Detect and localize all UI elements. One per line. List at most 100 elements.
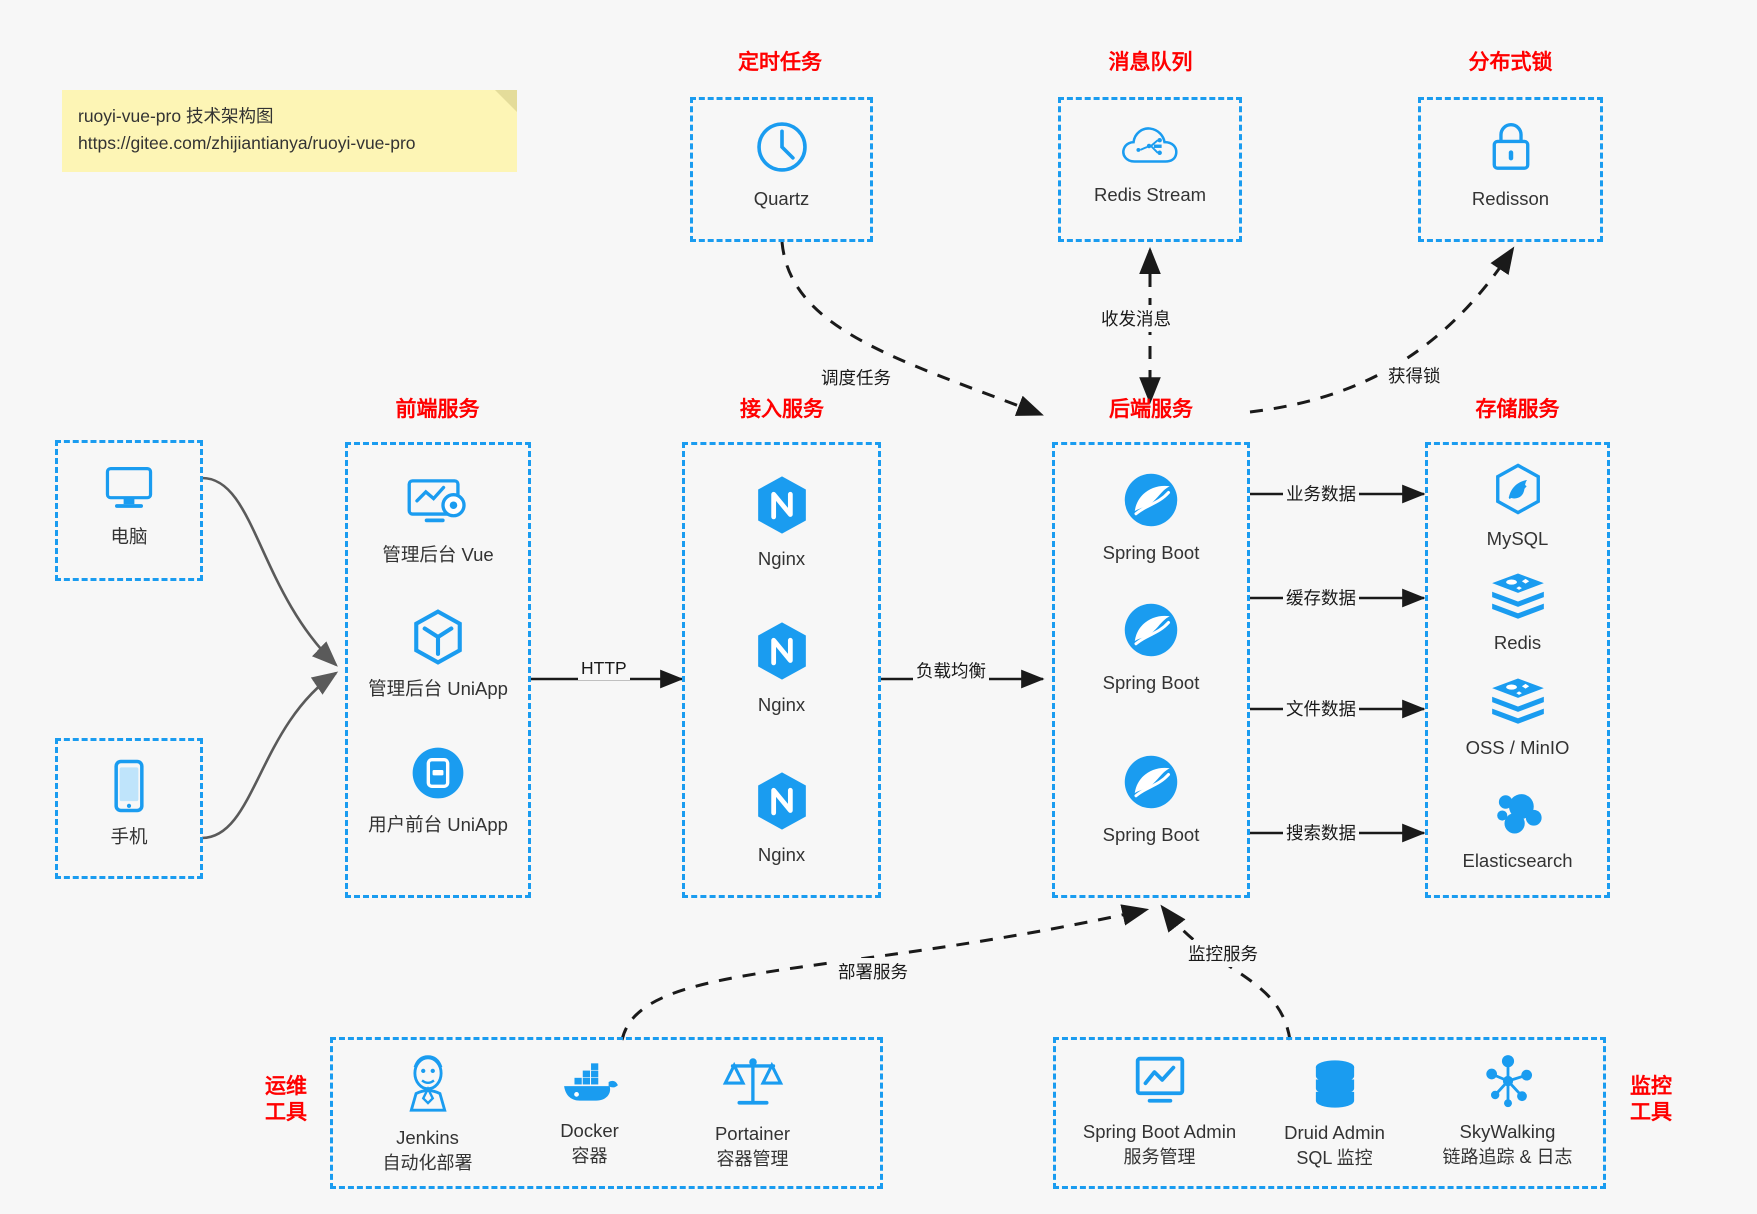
- spring-leaf-icon: [1121, 470, 1181, 535]
- node-sublabel: 自动化部署: [382, 1152, 473, 1173]
- monitor-chart-icon: [1131, 1053, 1189, 1114]
- node-jenkins[interactable]: Jenkins 自动化部署: [340, 1053, 515, 1175]
- edge-label-http: HTTP: [578, 657, 630, 680]
- node-nginx-3[interactable]: Nginx: [682, 770, 881, 868]
- node-oss-minio[interactable]: OSS / MinIO: [1425, 675, 1610, 761]
- node-label: 管理后台 Vue: [382, 544, 494, 565]
- scales-icon: [722, 1053, 784, 1116]
- node-redis[interactable]: Redis: [1425, 570, 1610, 656]
- node-spring-boot-2[interactable]: Spring Boot: [1052, 600, 1250, 696]
- nginx-icon: [753, 474, 811, 541]
- node-label: Spring Boot: [1102, 824, 1200, 845]
- skywalking-node-icon: [1480, 1053, 1536, 1114]
- node-docker[interactable]: Docker 容器: [502, 1058, 677, 1168]
- edge-label-monitor-service: 监控服务: [1185, 940, 1261, 967]
- node-elasticsearch[interactable]: Elasticsearch: [1425, 784, 1610, 874]
- node-label: MySQL: [1486, 528, 1549, 549]
- node-druid-admin[interactable]: Druid Admin SQL 监控: [1247, 1058, 1422, 1170]
- node-spring-boot-admin[interactable]: Spring Boot Admin 服务管理: [1062, 1053, 1257, 1169]
- redis-stack-icon: [1490, 675, 1546, 730]
- node-computer[interactable]: 电脑: [55, 462, 203, 550]
- node-spring-boot-1[interactable]: Spring Boot: [1052, 470, 1250, 566]
- node-label: Jenkins: [396, 1127, 459, 1148]
- group-title-devops: 运维 工具: [255, 1074, 317, 1127]
- edge-label-schedule-task: 调度任务: [818, 364, 894, 391]
- group-backend: [1052, 442, 1250, 898]
- group-title-gateway: 接入服务: [740, 398, 824, 421]
- group-title-monitor-line-1: 监控: [1630, 1075, 1672, 1098]
- node-admin-uniapp[interactable]: 管理后台 UniApp: [345, 608, 531, 702]
- node-label: OSS / MinIO: [1465, 737, 1570, 758]
- node-sublabel: SQL 监控: [1296, 1147, 1373, 1168]
- node-sublabel: 服务管理: [1123, 1146, 1196, 1167]
- group-title-devops-line-2: 工具: [265, 1101, 307, 1125]
- edge-label-acquire-lock: 获得锁: [1385, 362, 1444, 389]
- node-redisson[interactable]: Redisson: [1418, 118, 1603, 212]
- group-phone: [55, 738, 203, 879]
- jenkins-butler-icon: [399, 1053, 457, 1120]
- elasticsearch-icon: [1490, 784, 1546, 843]
- group-title-storage: 存储服务: [1475, 398, 1560, 421]
- node-nginx-1[interactable]: Nginx: [682, 474, 881, 572]
- mobile-icon: [107, 758, 151, 819]
- group-title-devops-line-1: 运维: [265, 1075, 307, 1098]
- node-portainer[interactable]: Portainer 容器管理: [665, 1053, 840, 1171]
- node-sublabel: 容器管理: [716, 1148, 789, 1169]
- node-label: Portainer: [714, 1123, 791, 1144]
- node-label: 管理后台 UniApp: [368, 678, 508, 699]
- node-quartz[interactable]: Quartz: [690, 118, 873, 212]
- node-spring-boot-3[interactable]: Spring Boot: [1052, 752, 1250, 848]
- node-label: SkyWalking: [1459, 1121, 1556, 1142]
- cloud-stream-icon: [1119, 120, 1181, 177]
- node-label: Quartz: [753, 188, 810, 209]
- node-label: Spring Boot: [1102, 542, 1200, 563]
- edge-label-load-balance: 负载均衡: [913, 657, 989, 684]
- node-user-uniapp[interactable]: 用户前台 UniApp: [345, 744, 531, 838]
- node-label: Nginx: [757, 694, 806, 715]
- node-mysql[interactable]: MySQL: [1425, 462, 1610, 552]
- node-sublabel: 容器: [571, 1145, 608, 1166]
- node-label: Redis: [1493, 632, 1542, 653]
- group-title-scheduled-task: 定时任务: [738, 51, 822, 74]
- group-title-backend: 后端服务: [1109, 398, 1193, 421]
- desktop-icon: [101, 462, 157, 519]
- edge-label-search-data: 搜索数据: [1283, 819, 1359, 846]
- dashboard-gear-icon: [407, 474, 469, 537]
- cube-icon: [409, 608, 467, 671]
- note-fold-corner: [495, 90, 517, 112]
- group-storage: [1425, 442, 1610, 898]
- app-circle-icon: [409, 744, 467, 807]
- node-label: 用户前台 UniApp: [368, 814, 508, 835]
- node-label: Druid Admin: [1284, 1122, 1385, 1143]
- group-title-distributed-lock: 分布式锁: [1468, 51, 1553, 74]
- node-admin-vue[interactable]: 管理后台 Vue: [345, 474, 531, 568]
- node-phone[interactable]: 手机: [55, 758, 203, 850]
- node-skywalking[interactable]: SkyWalking 链路追踪 & 日志: [1410, 1053, 1605, 1169]
- node-label: Redis Stream: [1093, 184, 1207, 205]
- group-title-monitor: 监控 工具: [1620, 1074, 1682, 1127]
- node-label: Elasticsearch: [1462, 850, 1573, 871]
- node-redis-stream[interactable]: Redis Stream: [1058, 120, 1242, 208]
- group-devops: [330, 1037, 883, 1189]
- note-box: ruoyi-vue-pro 技术架构图 https://gitee.com/zh…: [62, 90, 517, 173]
- redis-stack-icon: [1490, 570, 1546, 625]
- edge-label-file-data: 文件数据: [1283, 695, 1359, 722]
- node-label: Spring Boot: [1102, 672, 1200, 693]
- lock-icon: [1483, 118, 1539, 181]
- node-nginx-2[interactable]: Nginx: [682, 620, 881, 718]
- node-label: Nginx: [757, 548, 806, 569]
- group-title-message-queue: 消息队列: [1108, 51, 1193, 74]
- node-label: Nginx: [757, 844, 806, 865]
- edge-label-cache-data: 缓存数据: [1283, 584, 1359, 611]
- nginx-icon: [753, 620, 811, 687]
- group-gateway: [682, 442, 881, 898]
- group-computer: [55, 440, 203, 581]
- edge-label-send-receive-message: 收发消息: [1098, 305, 1174, 332]
- note-line-2: https://gitee.com/zhijiantianya/ruoyi-vu…: [78, 133, 416, 154]
- group-scheduled-task: [690, 97, 873, 242]
- group-message-queue: [1058, 97, 1242, 242]
- node-label: Spring Boot Admin: [1082, 1121, 1237, 1142]
- group-distributed-lock: [1418, 97, 1603, 242]
- node-label: Redisson: [1471, 188, 1550, 209]
